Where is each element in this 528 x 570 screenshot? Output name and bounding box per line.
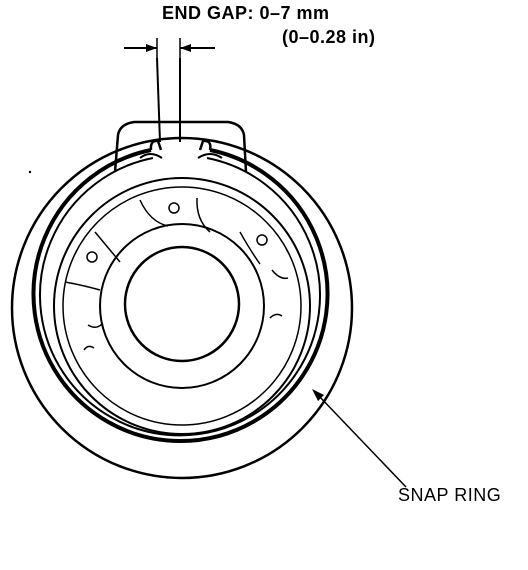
bearing-balls bbox=[86, 202, 268, 263]
snap-ring-label: SNAP RING bbox=[398, 485, 502, 505]
inner-bore bbox=[123, 245, 241, 363]
housing-lug bbox=[113, 120, 248, 173]
end-gap-label: END GAP: 0–7 mm bbox=[162, 3, 330, 23]
outer-housing bbox=[10, 136, 354, 480]
end-gap-inches-label: (0–0.28 in) bbox=[282, 27, 376, 47]
extension-lines bbox=[156, 57, 181, 143]
speck-mark bbox=[28, 170, 32, 174]
end-gap-dimension bbox=[124, 38, 215, 58]
snap-ring-leader bbox=[312, 389, 407, 488]
snap-ring bbox=[31, 139, 330, 444]
ball-cage bbox=[64, 197, 289, 351]
bearing-outer-race bbox=[53, 177, 311, 435]
bearing-inner-race bbox=[99, 223, 265, 389]
